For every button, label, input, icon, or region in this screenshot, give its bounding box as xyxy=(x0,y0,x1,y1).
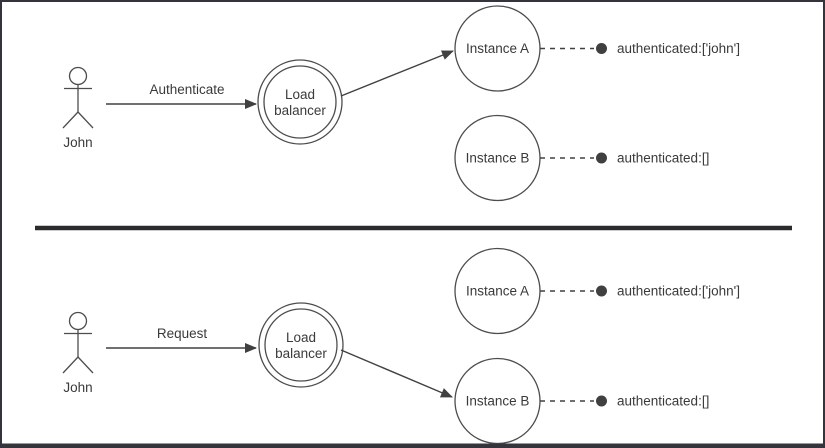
panel-request: John Request Load balancer Instance A au… xyxy=(62,247,740,445)
balancer-to-instance-b-arrow xyxy=(340,349,453,398)
load-balancer-label-line1: Load xyxy=(286,330,316,345)
load-balancer-outer-circle xyxy=(257,59,343,145)
load-balancer-node: Load balancer xyxy=(257,59,343,145)
actor-label: John xyxy=(63,380,92,395)
load-balancer-label-line2: balancer xyxy=(275,346,327,361)
authenticate-arrow-label: Authenticate xyxy=(149,82,224,97)
load-balancer-outer-circle xyxy=(258,302,344,388)
load-balancer-label-line1: Load xyxy=(285,87,315,102)
instance-b-state: authenticated:[] xyxy=(617,151,709,166)
actor-label: John xyxy=(63,135,92,150)
instance-b-node: Instance B authenticated:[] xyxy=(454,357,709,445)
actor-head xyxy=(68,66,88,86)
instance-a-state-dot xyxy=(596,285,607,297)
instance-a-node: Instance A authenticated:['john'] xyxy=(454,247,740,335)
instance-b-node: Instance B authenticated:[] xyxy=(454,114,709,202)
actor-right-leg xyxy=(77,111,94,129)
instance-a-state-dot xyxy=(596,43,607,54)
instance-b-label: Instance B xyxy=(466,394,530,409)
instance-b-label: Instance B xyxy=(466,151,530,166)
load-balancer-inner-circle xyxy=(263,65,337,139)
instance-b-state: authenticated:[] xyxy=(617,394,709,409)
instance-a-label: Instance A xyxy=(466,41,529,56)
instance-b-state-dot xyxy=(596,152,607,164)
actor-head xyxy=(68,311,88,331)
instance-a-label: Instance A xyxy=(466,284,529,299)
actor-john-figure: John xyxy=(62,66,94,150)
instance-a-state: authenticated:['john'] xyxy=(617,41,740,56)
instance-a-node: Instance A authenticated:['john'] xyxy=(454,5,740,92)
actor-john-figure: John xyxy=(62,311,94,395)
load-balancer-inner-circle xyxy=(264,308,338,382)
instance-a-state: authenticated:['john'] xyxy=(617,284,740,299)
request-arrow-label: Request xyxy=(157,326,208,341)
panel-authentication: John Authenticate Load balancer Instance… xyxy=(62,5,740,202)
load-balancer-label-line2: balancer xyxy=(274,103,326,118)
actor-right-leg xyxy=(77,356,94,374)
load-balancer-node: Load balancer xyxy=(258,302,344,388)
actor-left-leg xyxy=(62,356,79,374)
balancer-to-instance-a-arrow xyxy=(340,50,454,97)
instance-b-state-dot xyxy=(596,395,607,407)
actor-left-leg xyxy=(62,111,79,129)
